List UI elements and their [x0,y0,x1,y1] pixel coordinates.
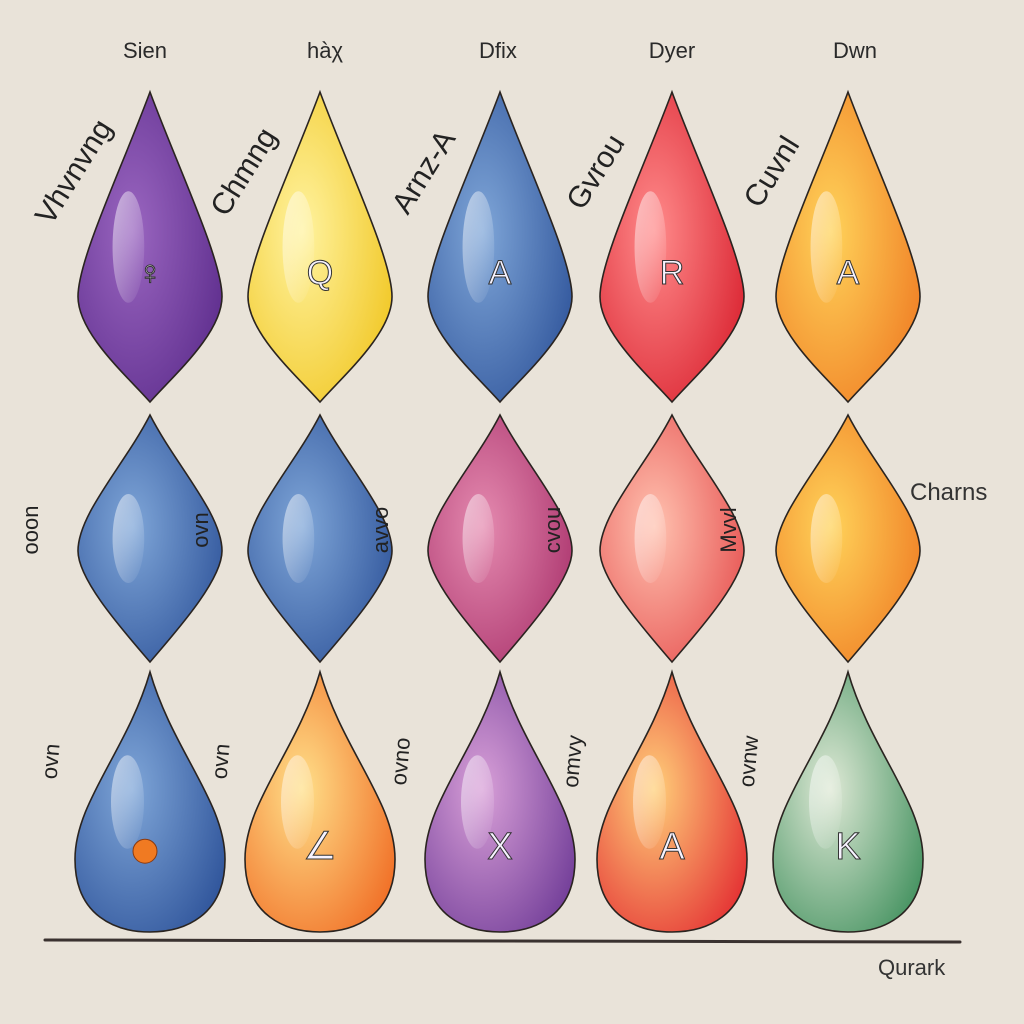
gem-body [427,89,573,404]
column-header: Dyer [649,38,695,63]
scribble-label: ovn [37,743,65,781]
scribble-label: ooon [18,506,43,555]
gem-shape: Mvvl [716,413,921,664]
gem-shape: R Gvrou [560,89,745,404]
column-headers: Sien hàχ Dfix Dyer Dwn [123,38,877,63]
scribble-label: ovno [386,736,415,786]
gem-glyph: ♀ [137,254,163,292]
gem-body [775,89,921,404]
scribble-label: Gvrou [560,129,631,216]
gem-shape: ∠ ovn [207,669,396,933]
gem-shape: A Cuvnl [738,89,921,404]
gem-highlight [282,191,315,303]
gem-body [244,669,396,933]
column-header: Dwn [833,38,877,63]
gem-glyph: A [659,826,685,868]
scribble-label: ovn [188,512,213,547]
scribble-label: Cuvnl [738,131,807,214]
gem-body [247,89,393,404]
side-label-qurark: Qurark [878,955,946,980]
orange-dot-icon [132,838,158,864]
gem-highlight [810,191,843,303]
gem-body [74,669,226,933]
scribble-label: Chmng [204,122,283,222]
gem-shape: ♀Vhvnvng [29,89,223,404]
gem-glyph: ∠ [303,826,337,868]
gem-highlight [462,494,495,583]
gem-body [772,669,924,933]
gem-highlight [112,494,145,583]
gem-highlight [634,494,667,583]
gem-body [77,89,223,404]
gem-shape: avvo [368,413,573,664]
gem-body [247,413,393,664]
gem-highlight [462,191,495,303]
column-header: hàχ [307,38,343,63]
gem-body [77,413,223,664]
gem-highlight [810,494,843,583]
gem-glyph: K [835,826,860,868]
gem-highlight [809,755,842,849]
gem-highlight [112,191,145,303]
gem-highlight [282,494,315,583]
gem-highlight [111,755,144,849]
baseline-line [43,938,962,944]
scribble-label: ovnw [734,735,763,788]
gem-body [424,669,576,933]
gem-glyph: X [487,826,512,868]
column-header: Dfix [479,38,517,63]
gem-shape: ovn [188,413,393,664]
scribble-label: omvy [558,734,587,789]
gem-highlight [461,755,494,849]
gem-shape: ooon [18,413,223,664]
gem-shape: cvou [540,413,745,664]
gem-body [599,89,745,404]
gem-highlight [634,191,667,303]
scribble-label: avvo [368,507,393,553]
gem-glyph: A [837,254,860,292]
scribble-label: cvou [540,507,565,553]
scribble-label: Mvvl [716,507,741,552]
gem-highlight [281,755,314,849]
gem-body [599,413,745,664]
gem-body [775,413,921,664]
gem-shape: A Arnz-A [386,89,573,404]
gem-shape: Q Chmng [204,89,393,404]
gem-shape: ovn [37,669,226,933]
column-header: Sien [123,38,167,63]
scribble-label: ovn [207,743,235,781]
gem-highlight [633,755,666,849]
gem-glyph: R [660,254,685,292]
gem-glyph: Q [307,254,333,292]
gem-body [427,413,573,664]
side-label-charns: Charns [910,479,987,506]
scribble-label: Arnz-A [386,124,463,219]
gem-body [596,669,748,933]
gem-glyph: A [489,254,512,292]
